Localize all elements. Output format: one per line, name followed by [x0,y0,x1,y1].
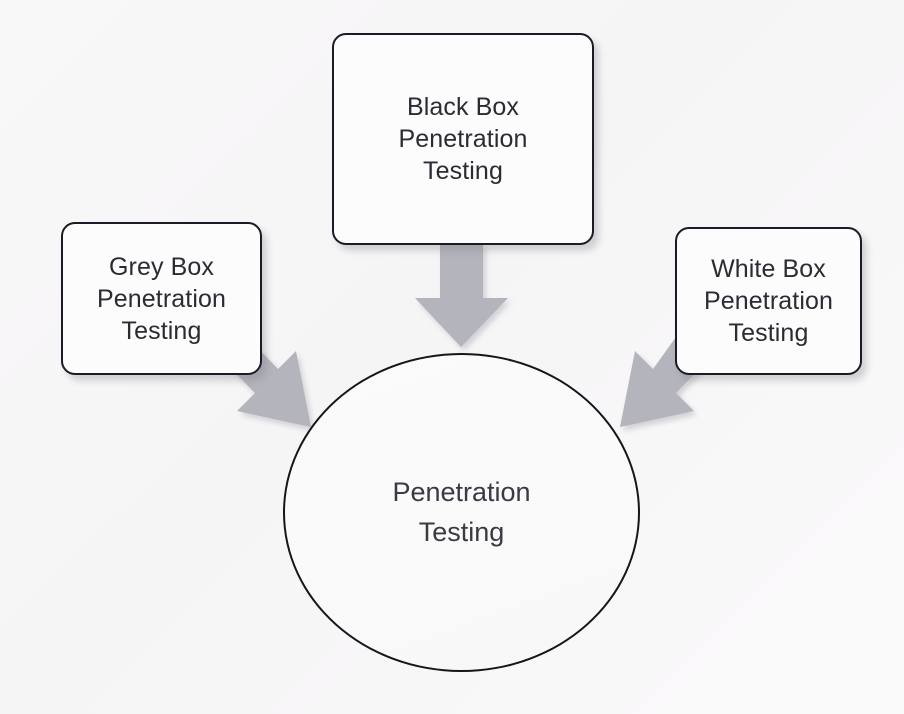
node-label-white-box: White Box Penetration Testing [704,255,833,347]
node-white-box-penetration-testing[interactable]: White Box Penetration Testing [675,227,862,375]
arrow-black-to-center [415,243,508,347]
node-grey-box-penetration-testing[interactable]: Grey Box Penetration Testing [61,222,262,375]
node-black-box-penetration-testing[interactable]: Black Box Penetration Testing [332,33,594,245]
node-label-grey-box: Grey Box Penetration Testing [97,252,226,345]
node-label-center: Penetration Testing [392,477,531,547]
node-label-black-box: Black Box Penetration Testing [398,93,528,185]
node-center-penetration-testing[interactable]: Penetration Testing [283,353,640,672]
